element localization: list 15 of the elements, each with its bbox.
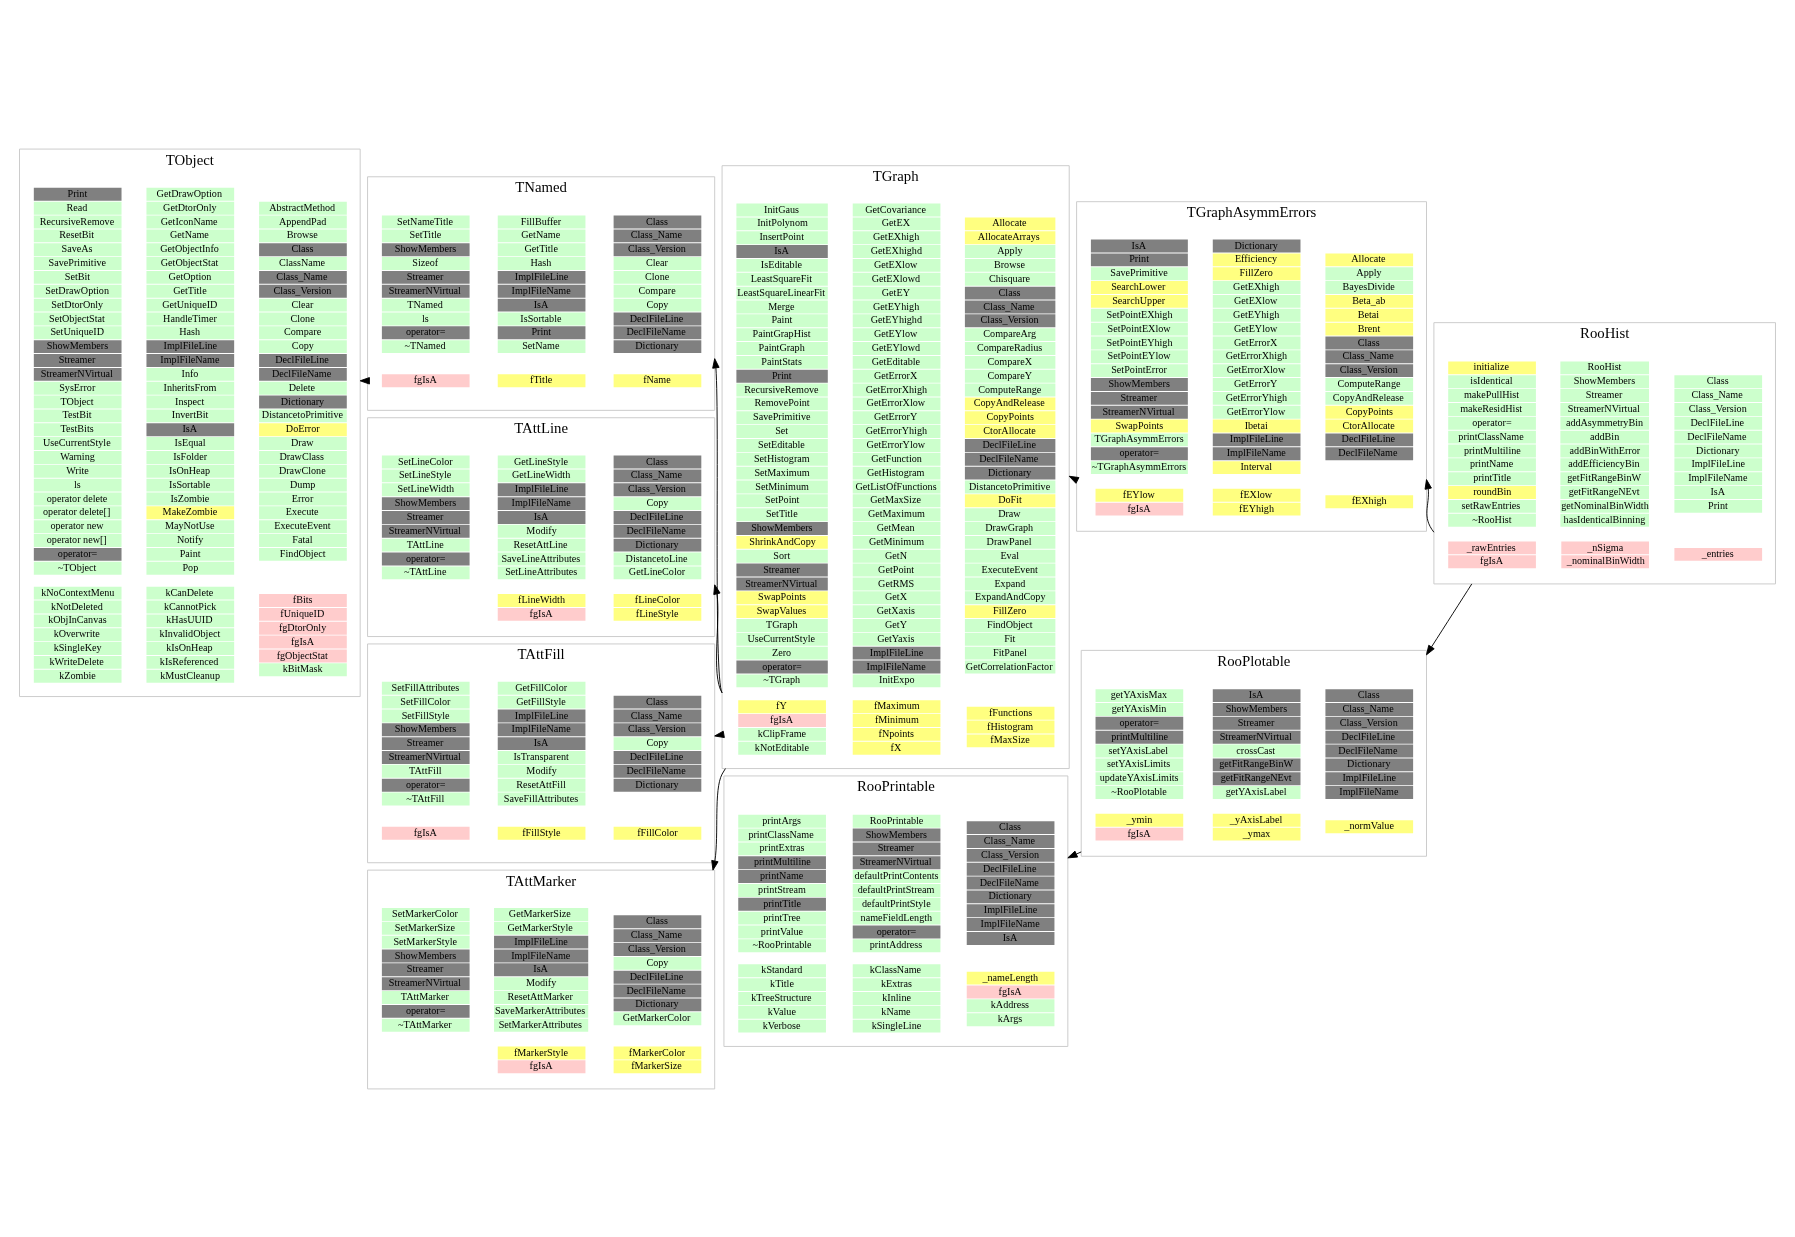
node-box: fName [613, 373, 702, 387]
arrow [713, 583, 723, 693]
arrow [1067, 850, 1082, 858]
node-box: _normValue [1325, 819, 1414, 833]
arrow [711, 767, 726, 871]
arrow [712, 357, 723, 693]
node-box: fEXhigh [1325, 494, 1414, 508]
node-box: _entries [1674, 547, 1763, 561]
node-box: fgIsA [381, 826, 470, 840]
node-box: fgIsA [381, 373, 470, 387]
arrow [1424, 478, 1435, 533]
arrow [1426, 582, 1473, 655]
node-box: fFillColor [613, 826, 702, 840]
node-box: fTitle [497, 373, 586, 387]
node-box: fFillStyle [497, 826, 586, 840]
